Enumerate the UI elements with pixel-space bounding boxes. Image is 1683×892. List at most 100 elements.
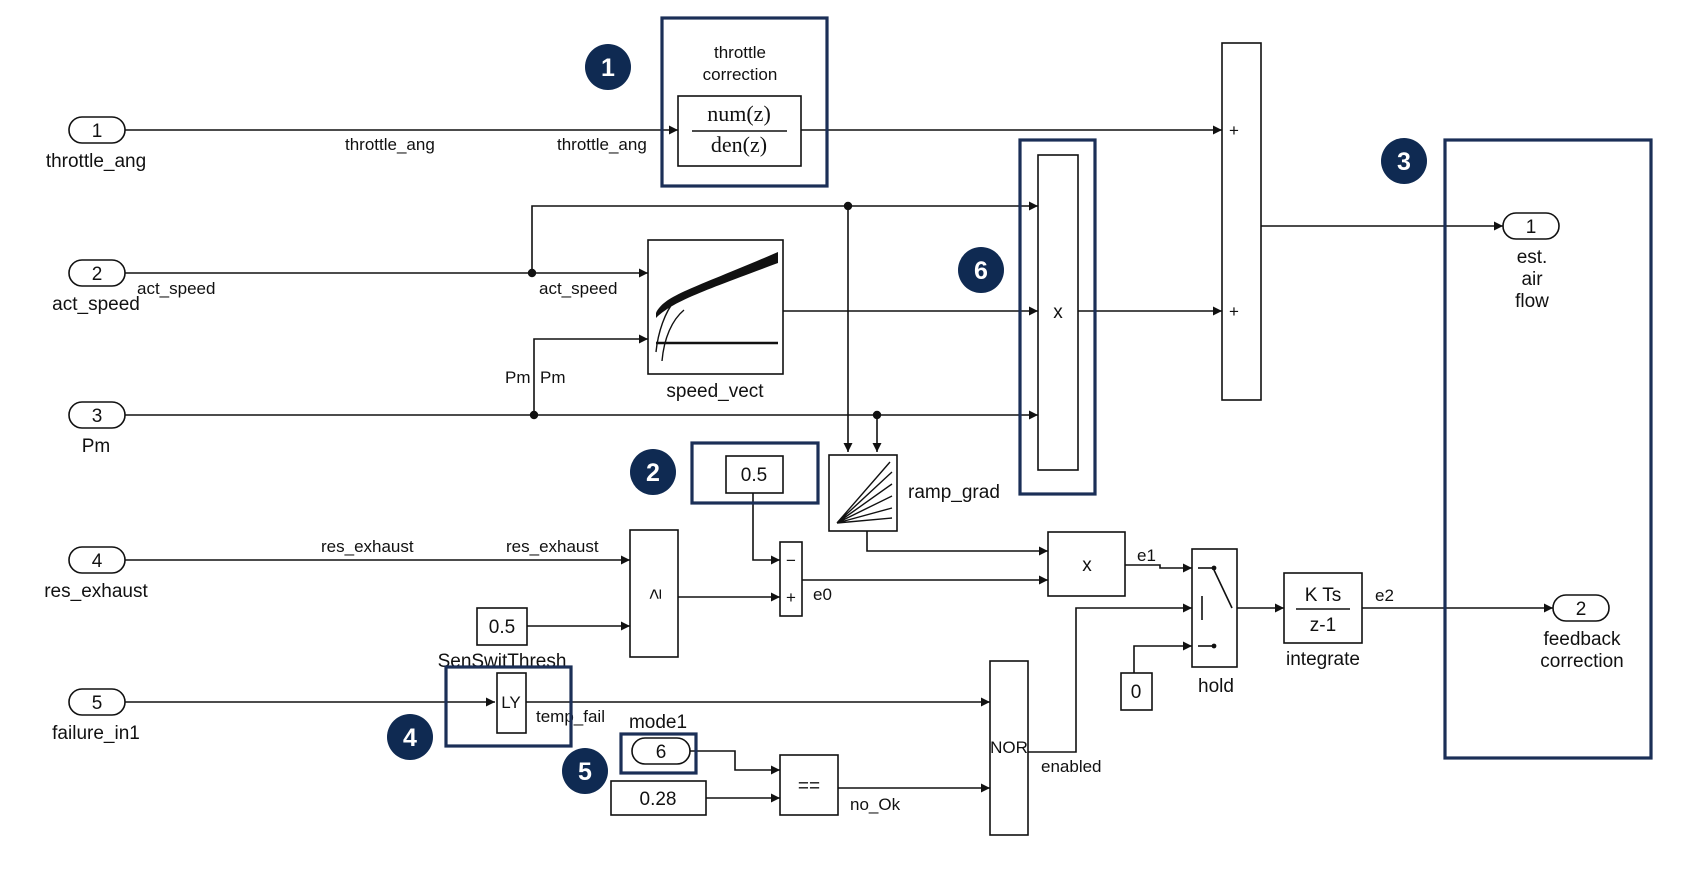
inport-5[interactable]: 5 failure_in1 [52, 688, 140, 744]
thresh-const-value: 0.5 [489, 617, 515, 638]
signal-label-e0: e0 [813, 585, 832, 604]
highlight-box-1 [660, 16, 829, 188]
integrate-block[interactable]: K Ts z-1 integrate [1283, 572, 1363, 670]
inport-3-shape[interactable] [68, 401, 126, 429]
product-e1-block[interactable]: x [1047, 531, 1126, 597]
inport-4-label: res_exhaust [44, 581, 148, 602]
signal-label-throttle-ang-2: throttle_ang [557, 135, 647, 154]
inport-4[interactable]: 4 res_exhaust [44, 546, 148, 602]
inport-5-number: 5 [92, 693, 103, 714]
wire-pm-to-lookup[interactable] [533, 334, 648, 415]
junction-dot [527, 268, 537, 278]
inport-1-shape[interactable] [68, 116, 126, 144]
equal-box[interactable] [779, 754, 839, 816]
nor-box[interactable] [989, 660, 1029, 836]
product-e1-symbol: x [1082, 555, 1092, 576]
wire-e1[interactable] [1125, 563, 1192, 573]
lookup-curve-band [656, 252, 778, 318]
const-value: 0.5 [741, 465, 767, 486]
hold-block[interactable]: hold [1191, 548, 1238, 697]
ramp-grad-block[interactable]: ramp_grad [828, 454, 1000, 532]
inport-3-label: Pm [82, 436, 111, 457]
const-028-block[interactable]: 0.28 [610, 780, 707, 816]
inport-2[interactable]: 2 act_speed [52, 259, 140, 315]
sum-e0-block[interactable]: − + [779, 541, 803, 617]
callout-6-number: 6 [974, 257, 988, 285]
sum-e0-sign-2: + [786, 588, 796, 607]
inport-1[interactable]: 1 throttle_ang [46, 116, 146, 172]
conversion-symbol: LY [501, 693, 521, 712]
speed-vect-block[interactable]: speed_vect [647, 239, 784, 402]
sum-e0-box[interactable] [779, 541, 803, 617]
signal-label-res-exhaust-2: res_exhaust [506, 537, 599, 556]
wire-zero[interactable] [1133, 641, 1192, 673]
mode1-label: mode1 [629, 712, 687, 733]
inport-2-shape[interactable] [68, 259, 126, 287]
callout-1-number: 1 [601, 54, 615, 82]
nor-block[interactable]: NOR [989, 660, 1029, 836]
const-028-value: 0.28 [640, 789, 677, 810]
inport-1-number: 1 [92, 121, 103, 142]
product-block[interactable]: x [1037, 154, 1079, 471]
product-box[interactable] [1037, 154, 1079, 471]
wires [125, 125, 1553, 803]
equal-block[interactable]: == [779, 754, 839, 816]
const-box[interactable] [725, 455, 784, 494]
inport-1-label: throttle_ang [46, 151, 146, 172]
integrate-box[interactable] [1283, 572, 1363, 644]
sum-air-flow-block[interactable]: + + [1221, 42, 1262, 401]
highlight-box-6 [1018, 138, 1097, 496]
integrate-numerator: K Ts [1305, 585, 1342, 606]
integrate-label: integrate [1286, 649, 1360, 670]
lookup-curve [661, 309, 685, 362]
outport-1[interactable]: 1 est. air flow [1502, 212, 1560, 312]
inport-4-shape[interactable] [68, 546, 126, 574]
signal-label-act-speed: act_speed [137, 279, 215, 298]
outport-1-shape[interactable] [1502, 212, 1560, 240]
zero-const-value: 0 [1131, 682, 1142, 703]
callout-4-badge [387, 714, 433, 760]
signal-label-act-speed-2: act_speed [539, 279, 617, 298]
callout-6: 6 [958, 247, 1004, 293]
outport-2[interactable]: 2 feedback correction [1540, 594, 1624, 672]
wire-act-speed-to-product[interactable] [531, 201, 1038, 273]
wire-ramp-out[interactable] [866, 531, 1048, 556]
signal-label-e2: e2 [1375, 586, 1394, 605]
mode1-shape[interactable] [631, 737, 691, 765]
mode1-value: 6 [656, 742, 667, 763]
sum-air-flow-box[interactable] [1221, 42, 1262, 401]
wire-enabled[interactable] [1028, 603, 1192, 753]
callout-5-badge [562, 748, 608, 794]
highlight-box-5 [619, 732, 698, 775]
outport-2-shape[interactable] [1552, 594, 1610, 622]
callout-5-number: 5 [578, 758, 592, 786]
callout-5: 5 [562, 748, 608, 794]
outport-1-label-line-3: flow [1515, 291, 1549, 312]
sum-e0-sign-1: − [786, 551, 796, 570]
highlight-box-3 [1443, 138, 1653, 760]
product-e1-box[interactable] [1047, 531, 1126, 597]
outport-1-label-line-1: est. [1517, 247, 1548, 268]
inport-5-shape[interactable] [68, 688, 126, 716]
mode1-block[interactable]: mode1 6 [629, 712, 691, 765]
compare-box[interactable] [629, 529, 679, 658]
thresh-const-block[interactable]: 0.5 SenSwitThresh [438, 607, 567, 672]
product-symbol: x [1053, 302, 1063, 323]
conversion-box[interactable] [496, 672, 527, 734]
throttle-correction-block[interactable]: throttle correction num(z) den(z) [677, 43, 802, 167]
signal-label-throttle-ang: throttle_ang [345, 135, 435, 154]
signal-label-pm-2: Pm [540, 368, 566, 387]
wire-mode1[interactable] [690, 750, 780, 775]
zero-const-box[interactable] [1120, 672, 1153, 711]
thresh-const-box[interactable] [476, 607, 528, 646]
const-028-box[interactable] [610, 780, 707, 816]
speed-vect-label: speed_vect [666, 381, 764, 402]
inport-3[interactable]: 3 Pm [68, 401, 126, 457]
conversion-block[interactable]: LY [496, 672, 527, 734]
const-block[interactable]: 0.5 [725, 455, 784, 494]
zero-const-block[interactable]: 0 [1120, 672, 1153, 711]
signal-label-e1: e1 [1137, 546, 1156, 565]
compare-block[interactable]: ≥ [629, 529, 679, 658]
wire-const-to-sum[interactable] [752, 493, 780, 565]
